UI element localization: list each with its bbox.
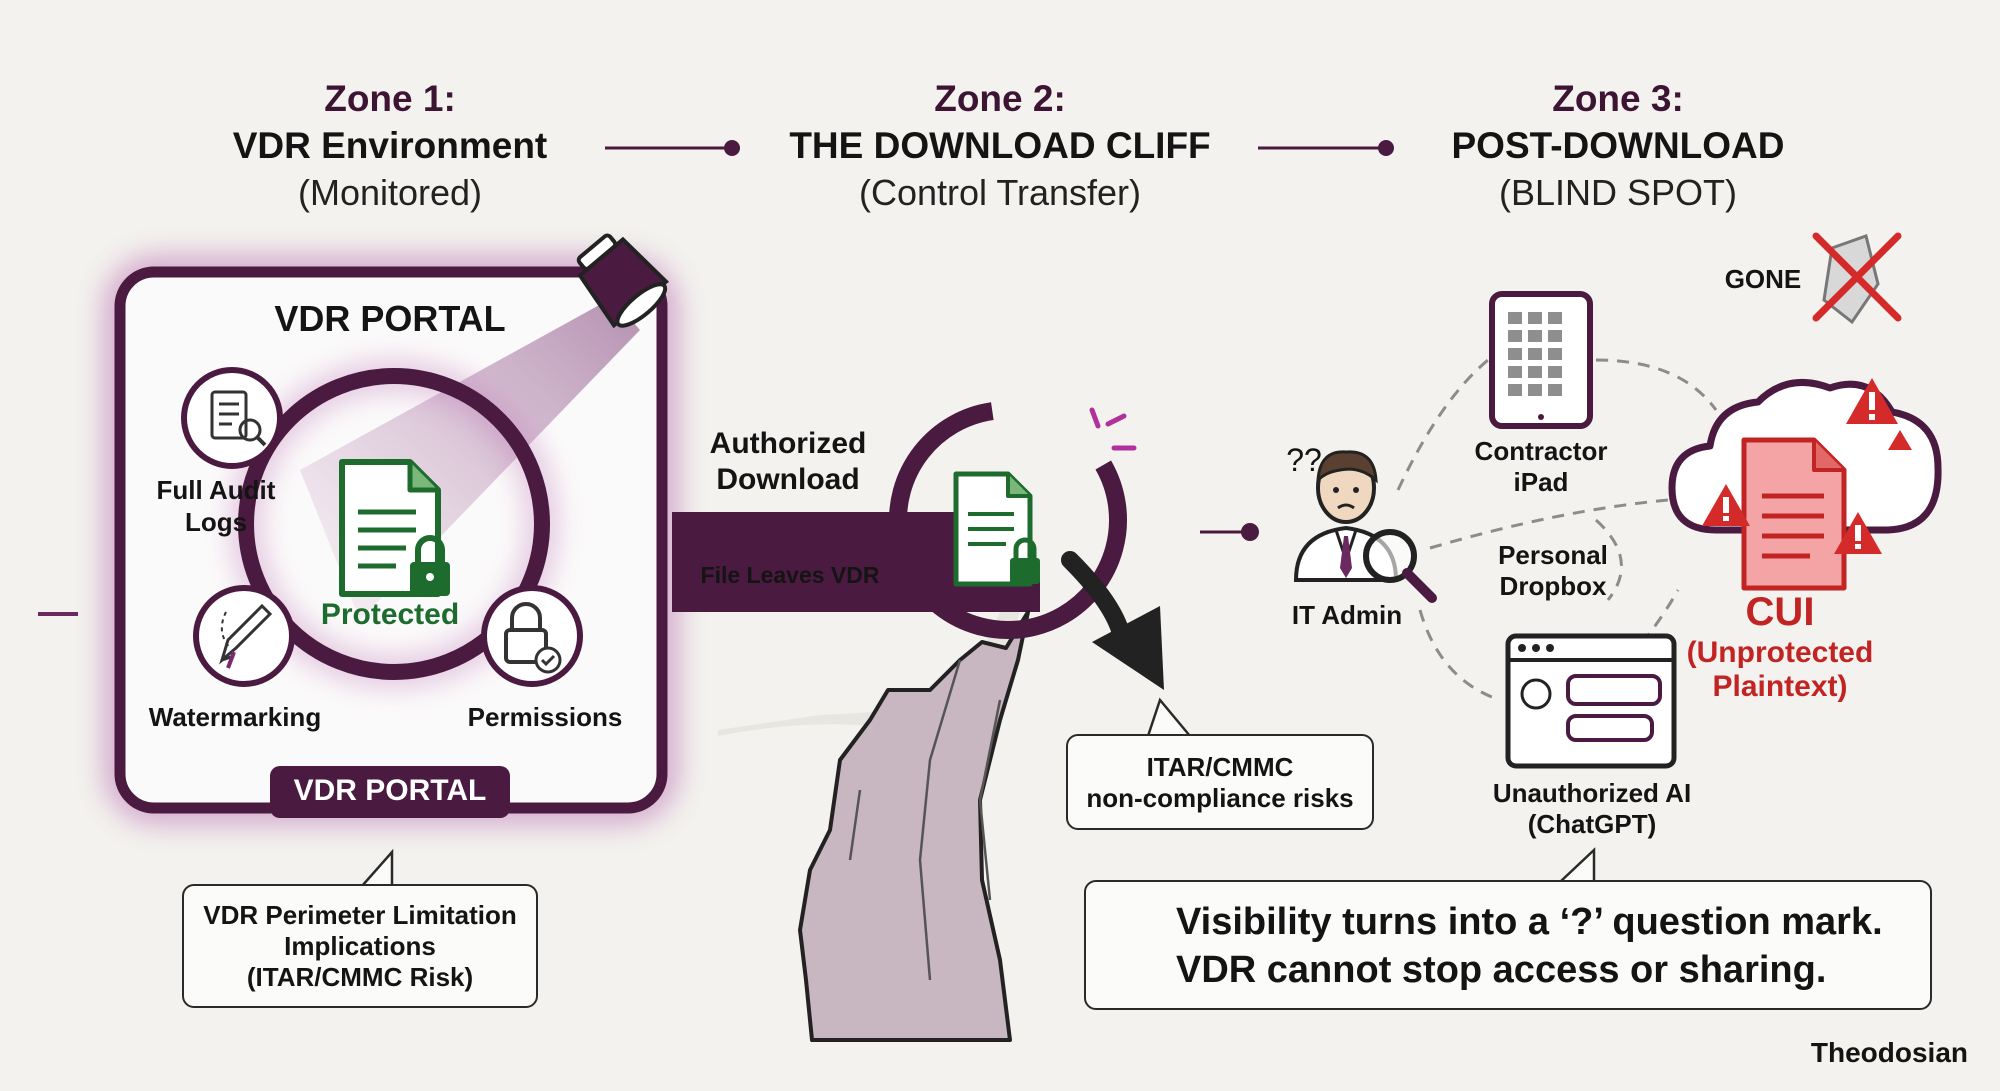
zone-2-note: (Control Transfer) xyxy=(858,172,1142,213)
zone-3-header: Zone 3: POST-DOWNLOAD (BLIND SPOT) xyxy=(1338,76,1898,216)
permissions-lock-icon xyxy=(481,585,583,687)
falling-arrow-head xyxy=(1092,606,1164,690)
risk-callout: ITAR/CMMC non-compliance risks xyxy=(1066,734,1374,830)
cui-subtitle-line-2: Plaintext) xyxy=(1712,670,1848,703)
download-band xyxy=(672,512,1040,612)
magnifier-icon xyxy=(1363,529,1437,603)
device-unauthorized-ai: Unauthorized AI (ChatGPT) xyxy=(1474,778,1710,840)
zone-1-subtitle: VDR Environment xyxy=(232,125,548,166)
visibility-callout-line-1: Visibility turns into a ‘?’ question mar… xyxy=(1176,901,1883,943)
portal-header: VDR PORTAL xyxy=(274,298,506,339)
cui-subtitle: (Unprotected Plaintext) xyxy=(1680,636,1880,704)
credit-label: Theodosian xyxy=(1810,1037,1968,1068)
zone-2-header: Zone 2: THE DOWNLOAD CLIFF (Control Tran… xyxy=(720,76,1280,216)
alert-triangle-icon xyxy=(1834,512,1882,554)
document-lock-icon xyxy=(953,471,1040,587)
device-contractor-ipad: Contractor iPad xyxy=(1456,436,1626,498)
feature-watermarking: Watermarking xyxy=(148,702,322,732)
risk-callout-pointer xyxy=(1146,697,1191,737)
device-ai-line-2: (ChatGPT) xyxy=(1527,809,1657,839)
perimeter-callout-line-1: VDR Perimeter Limitation xyxy=(203,900,517,930)
gone-label: GONE xyxy=(1724,264,1802,294)
tablet-icon xyxy=(1489,291,1593,429)
zone-1-title: Zone 1: xyxy=(324,78,456,119)
perimeter-callout-line-3: (ITAR/CMMC Risk) xyxy=(246,962,474,992)
watermark-pen-icon xyxy=(193,585,295,687)
device-dropbox-line-2: Dropbox xyxy=(1499,571,1607,601)
risk-callout-line-1: ITAR/CMMC xyxy=(1146,752,1294,782)
cui-document-icon xyxy=(1741,437,1847,591)
device-ai-line-1: Unauthorized AI xyxy=(1492,778,1692,808)
portal-footer-tab: VDR PORTAL xyxy=(293,774,487,807)
file-leaves-label: File Leaves VDR xyxy=(700,562,880,588)
device-contractor-line-2: iPad xyxy=(1513,467,1569,497)
cui-subtitle-line-1: (Unprotected xyxy=(1686,636,1874,669)
authorized-download-label: Authorized Download xyxy=(690,426,886,498)
cliff-crack-3 xyxy=(848,789,862,861)
perimeter-callout-line-2: Implications xyxy=(284,931,436,961)
portal-footer-tab-bg xyxy=(270,766,510,818)
falling-arrow xyxy=(1061,551,1129,639)
authorized-download-line-2: Download xyxy=(716,463,860,496)
zone-connector-2 xyxy=(1258,140,1394,156)
device-dropbox-line-1: Personal xyxy=(1498,540,1608,570)
bottom-callout-pointer xyxy=(1559,847,1596,883)
feature-audit-logs: Full Audit Logs xyxy=(156,475,276,537)
zone-connector-1 xyxy=(605,140,740,156)
risk-callout-line-2: non-compliance risks xyxy=(1086,783,1354,813)
audit-log-icon xyxy=(181,367,283,469)
chat-window-icon xyxy=(1505,633,1677,769)
alert-triangle-icon xyxy=(1888,430,1912,450)
cliff-crack-2 xyxy=(978,699,1002,901)
question-marks: ?? xyxy=(1286,442,1322,478)
portal-center-label: Protected xyxy=(320,598,460,631)
cliff-crack-1 xyxy=(918,659,962,981)
visibility-callout-line-2: VDR cannot stop access or sharing. xyxy=(1176,949,1827,991)
device-personal-dropbox: Personal Dropbox xyxy=(1468,540,1638,602)
zone-2-title: Zone 2: xyxy=(934,78,1066,119)
cui-title: CUI xyxy=(1745,590,1815,634)
authorized-download-line-1: Authorized xyxy=(709,427,867,460)
spark-marks xyxy=(1089,407,1137,451)
cliff-rock xyxy=(798,610,1030,1042)
zone-3-title: Zone 3: xyxy=(1552,78,1684,119)
spotlight-icon xyxy=(576,233,670,329)
device-contractor-line-1: Contractor xyxy=(1474,436,1608,466)
zone-2-subtitle: THE DOWNLOAD CLIFF xyxy=(789,125,1211,166)
visibility-callout: Visibility turns into a ‘?’ question mar… xyxy=(1084,880,1932,1010)
zone-1-note: (Monitored) xyxy=(297,172,483,213)
cliff-ring xyxy=(889,401,1127,639)
document-lock-icon xyxy=(339,459,450,597)
alert-triangle-icon xyxy=(1846,378,1898,424)
perimeter-callout-pointer xyxy=(361,848,394,887)
zone-1-header: Zone 1: VDR Environment (Monitored) xyxy=(110,76,670,216)
feature-permissions: Permissions xyxy=(467,702,623,732)
gone-cross-icon xyxy=(1812,232,1902,325)
zone-3-note: (BLIND SPOT) xyxy=(1498,172,1738,213)
alert-triangle-icon xyxy=(1702,484,1750,526)
it-admin-label: IT Admin xyxy=(1291,600,1403,630)
zone-3-subtitle: POST-DOWNLOAD xyxy=(1451,125,1785,166)
portal-ring xyxy=(238,368,550,680)
zone3-connector xyxy=(1200,523,1259,541)
perimeter-callout: VDR Perimeter Limitation Implications (I… xyxy=(182,884,538,1008)
